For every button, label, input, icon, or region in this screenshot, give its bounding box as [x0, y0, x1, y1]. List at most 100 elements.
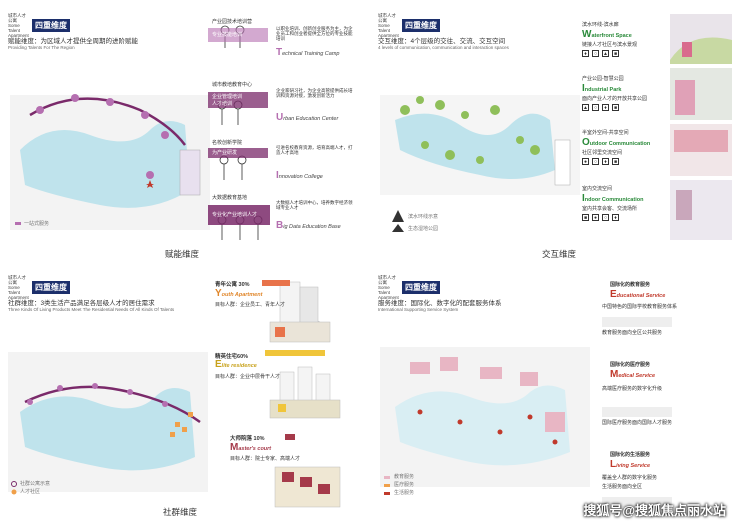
item-3-desc: 引进名校教育资源，培育高端人才，打造人才高地	[276, 145, 353, 155]
item-1-desc2: 教育服务面向全区公共服务	[602, 330, 663, 336]
item-4-icons: ■●○♦	[582, 214, 619, 221]
tag-bg-2	[208, 92, 268, 108]
item-3-cn: 半室外空间-共享空间	[582, 130, 629, 136]
item-3-desc: 社区邻里交流空间	[582, 150, 623, 156]
community-route	[24, 385, 201, 424]
brand-logo: 城市人才公寓 Some Talent Apartment	[8, 275, 29, 300]
gym-icon: ○	[602, 214, 609, 221]
item-2-desc: 企业家研习社，为企业高管提供成长培训和资源对接，激发创新活力	[276, 88, 353, 98]
sport-icon: ○	[592, 104, 599, 111]
purple-tag-5: 专业化产业培训人才	[212, 212, 258, 218]
tree-icon	[392, 224, 404, 232]
item-2-desc2: 国际医疗服务面向国际人才服务	[602, 420, 673, 426]
item-4-desc: 室内共享会客、交流场所	[582, 206, 638, 212]
panel-community: 城市人才公寓 Some Talent Apartment 四重维度 社群维度：3…	[0, 262, 370, 523]
tag-bg-1	[208, 28, 268, 42]
lake	[20, 121, 190, 208]
purple-tag-3: 人才培训	[212, 101, 233, 107]
item-3-en: Outdoor Communication	[582, 137, 651, 148]
panel-subtitle-en: 4 levels of communication, communication…	[378, 45, 509, 50]
product-1-label: 青年公寓 30%	[215, 282, 250, 288]
item-3-desc1: 覆盖全人群的数字化服务	[602, 475, 658, 481]
legend-swatch-3	[384, 492, 390, 495]
book-icon: ■	[582, 214, 589, 221]
panel-subtitle: 赋能维度：为区域人才提供全周期的进阶赋能	[8, 38, 138, 45]
dimension-tag: 四重维度	[402, 281, 440, 294]
walk-icon: ♦	[582, 50, 589, 57]
talent-route	[29, 97, 186, 146]
star-icon	[146, 180, 154, 188]
product-3-label: 大师院落 10%	[230, 436, 265, 442]
bike-icon: ○	[592, 50, 599, 57]
tree-icon: ▲	[582, 104, 589, 111]
item-1-icons: ♦○▲■	[582, 50, 619, 57]
legend-swatch-2	[384, 484, 390, 487]
youth-apartment-model	[269, 281, 331, 343]
item-3-cn: 国际化的生活服务	[610, 452, 651, 458]
item-1-en: Technical Training Camp	[276, 47, 340, 58]
product-2-label: 精英住宅60%	[215, 354, 249, 360]
panel-title: 赋能维度	[165, 249, 200, 259]
map-legend: 一站式服务	[24, 221, 50, 227]
product-1-desc: 目标人群：企业员工、青年人才	[215, 302, 286, 308]
panel-subtitle-en: Three Kinds Of Living Products Meet The …	[8, 307, 175, 312]
item-2-desc: 面向产业人才的开放共享公园	[582, 96, 648, 102]
panel-header: 城市人才公寓 Some Talent Apartment 四重维度	[378, 275, 440, 300]
node-markers	[36, 94, 169, 179]
panel-header: 城市人才公寓 Some Talent Apartment 四重维度	[378, 13, 440, 38]
product-3-en: Master's court	[230, 442, 272, 453]
item-3-en: Innovation College	[276, 170, 323, 181]
item-4-cn: 大数据教育基地	[212, 195, 248, 201]
people-icon: ●	[582, 158, 589, 165]
item-2-en: Medical Service	[610, 369, 656, 380]
item-2-cn: 产业公园-智慧公园	[582, 76, 624, 82]
item-1-desc: 以职业培训、创新创业服务为主，为企业员工和创业者提供全方位的专业技能培训	[276, 26, 353, 41]
purple-tag-1: 专业技能培训	[212, 32, 243, 38]
legend-1: 社群公寓示意	[20, 481, 51, 487]
item-3-en: Living Service	[610, 459, 651, 470]
dimension-tag: 四重维度	[32, 281, 70, 294]
watermark: 搜狐号@搜狐焦点丽水站	[583, 503, 726, 518]
site-map	[380, 14, 732, 240]
item-2-cn: 城市教培教育中心	[212, 82, 253, 88]
product-2-swatch	[265, 350, 325, 356]
building-block	[179, 149, 201, 196]
item-3-desc2: 生活服务面向全区	[602, 484, 643, 490]
product-2-desc: 目标人群：企业中层骨干人才	[215, 374, 281, 380]
item-2-desc1: 高端医疗服务的数字化升级	[602, 386, 663, 392]
item-1-en: Waterfront Space	[582, 29, 632, 40]
panel-subtitle: 服务维度：国际化、数字化的配套服务体系	[378, 300, 502, 307]
legend-2: 人才社区	[20, 489, 41, 495]
dimension-tag: 四重维度	[402, 19, 440, 32]
brand-logo: 城市人才公寓 Some Talent Apartment	[378, 275, 399, 300]
node-markers	[27, 383, 168, 407]
tag-bg-3	[208, 148, 268, 158]
item-1-desc: 链接人才社区与滨水景观	[582, 42, 638, 48]
legend-2: 医疗服务	[394, 482, 415, 488]
lake	[395, 113, 555, 179]
product-2-en: Elite residence	[215, 359, 257, 370]
legend-swatch-1	[11, 481, 17, 487]
product-1-en: Youth Apartment	[215, 288, 263, 299]
legend-1: 教育服务	[394, 474, 415, 480]
item-2-en: Urban Education Center	[276, 112, 339, 123]
item-2-icons: ▲○♦■	[582, 104, 619, 111]
item-1-cn: 滨水环线-滨水廊	[582, 22, 619, 28]
item-1-desc1: 中国特色的国际学校教育服务体系	[602, 304, 678, 310]
legend-2: 生态湿地公园	[408, 226, 439, 232]
item-4-en: Big Data Education Base	[276, 220, 341, 231]
item-1-en: Educational Service	[610, 289, 666, 300]
item-2-cn: 国际化的医疗服务	[610, 362, 651, 368]
rest-icon: ■	[612, 104, 619, 111]
legend-3: 生活服务	[394, 490, 415, 496]
panel-subtitle-en: Providing Talents For The Region	[8, 45, 75, 50]
panel-title: 社群维度	[163, 507, 198, 517]
green-parks	[400, 96, 540, 164]
brand-logo: 城市人才公寓 Some Talent Apartment	[8, 13, 29, 38]
legend-swatch-2	[11, 489, 17, 495]
service-markers	[417, 409, 558, 445]
purple-tag-2: 企业管理培训	[212, 94, 243, 100]
item-2-en: Industrial Park	[582, 83, 622, 94]
brand-logo: 城市人才公寓 Some Talent Apartment	[378, 13, 399, 38]
dimension-tag: 四重维度	[32, 19, 70, 32]
